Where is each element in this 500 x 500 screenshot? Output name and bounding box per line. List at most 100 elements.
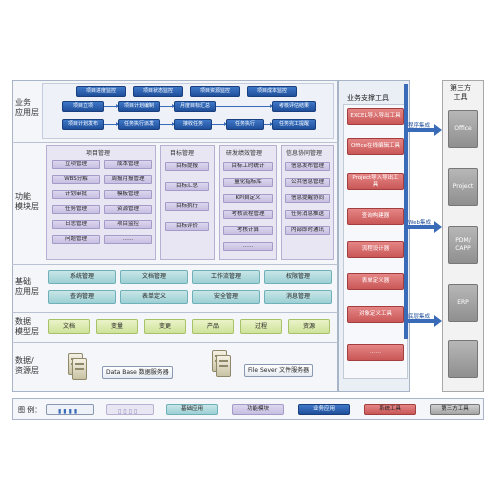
support-tools-title: 业务支撑工具 <box>347 94 389 102</box>
base-app-item[interactable]: 文档管理 <box>120 270 188 284</box>
business-app-row3-1[interactable]: 项目计划发布 <box>62 119 104 130</box>
module-title-info: 信息协同管理 <box>286 150 323 157</box>
layer-label-data-model: 数据 模型层 <box>15 317 39 336</box>
module-item[interactable]: 模板管理 <box>104 190 152 199</box>
module-item[interactable]: 考核计算 <box>223 226 273 235</box>
data-model-item[interactable]: 资源 <box>288 319 330 334</box>
module-item[interactable]: 考核流程管理 <box>223 210 273 219</box>
module-item[interactable]: 内部即时通讯 <box>285 226 330 235</box>
business-app-row3-5[interactable]: 任务完工提醒 <box>272 119 316 130</box>
file-server-label[interactable]: File Sever 文件服务器 <box>244 364 314 377</box>
base-app-item[interactable]: 消息管理 <box>264 290 332 304</box>
business-app-row2-3[interactable]: 月度目标汇总 <box>174 101 216 112</box>
legend-item-base: 基础应用 <box>166 404 218 415</box>
base-app-item[interactable]: 查询管理 <box>48 290 116 304</box>
module-item[interactable]: 任务消息推送 <box>285 210 330 219</box>
tool-flow-designer[interactable]: 流程设计器 <box>347 241 404 258</box>
module-item[interactable]: 项目监控 <box>104 220 152 229</box>
flow-arrow <box>160 104 175 108</box>
module-item[interactable]: …… <box>223 242 273 251</box>
module-item[interactable]: …… <box>104 235 152 244</box>
file-server-icon <box>216 355 231 377</box>
integration-arrow <box>404 221 442 233</box>
layer-divider <box>12 342 338 343</box>
module-item[interactable]: 成本管理 <box>104 160 152 169</box>
module-title-project: 项目管理 <box>86 150 111 157</box>
module-item[interactable]: 目标提报 <box>165 162 209 171</box>
layer-label-data-resource: 数据/ 资源层 <box>15 356 39 375</box>
module-title-goal: 目标管理 <box>170 150 195 157</box>
data-model-item[interactable]: 过程 <box>240 319 282 334</box>
module-item[interactable]: 信息发布管理 <box>285 162 330 171</box>
data-model-item[interactable]: 产品 <box>192 319 234 334</box>
module-item[interactable]: 信息提醒协同 <box>285 194 330 203</box>
module-item[interactable]: WBS分解 <box>52 175 100 184</box>
tool-excel[interactable]: EXCEL导入导出工具 <box>347 108 404 125</box>
third-party-blank[interactable] <box>448 340 478 378</box>
data-model-item[interactable]: 变量 <box>96 319 138 334</box>
integration-label-low: 底层集成 <box>408 314 431 320</box>
tool-project[interactable]: Project导入导出工具 <box>347 173 404 190</box>
tool-office[interactable]: Office在线编辑工具 <box>347 138 404 155</box>
legend-item-layer <box>46 404 94 415</box>
layer-divider <box>12 264 338 265</box>
data-model-item[interactable]: 文档 <box>48 319 90 334</box>
base-app-item[interactable]: 系统管理 <box>48 270 116 284</box>
module-item[interactable]: KPI自定义 <box>223 194 273 203</box>
third-party-title: 第三方 工具 <box>450 84 471 101</box>
business-app-row3-2[interactable]: 任务执行派发 <box>118 119 160 130</box>
business-app-row3-4[interactable]: 任务执行 <box>226 119 264 130</box>
third-party-office[interactable]: Office <box>448 110 478 148</box>
base-app-item[interactable]: 表单定义 <box>120 290 188 304</box>
flow-arrow <box>104 104 119 108</box>
module-item[interactable]: 目标评价 <box>165 222 209 231</box>
module-item[interactable]: 立项管理 <box>52 160 100 169</box>
third-party-project[interactable]: Project <box>448 168 478 206</box>
legend-dots-icon: ▮▮▮▮ <box>58 408 80 415</box>
layer-label-base: 基础 应用层 <box>15 277 39 296</box>
base-app-item[interactable]: 权限管理 <box>264 270 332 284</box>
module-item[interactable]: 周报月报管理 <box>104 175 152 184</box>
module-item[interactable]: 目标执行 <box>165 202 209 211</box>
layer-label-business: 业务 应用层 <box>15 98 39 117</box>
business-app-top-1[interactable]: 项目进度监控 <box>76 86 126 97</box>
module-item[interactable]: 资源管理 <box>104 205 152 214</box>
flow-arrow <box>212 122 227 126</box>
integration-label-program: 程序集成 <box>408 123 431 129</box>
flow-arrow <box>264 122 273 126</box>
business-app-row2-2[interactable]: 项目计划编制 <box>118 101 160 112</box>
module-item[interactable]: 问题管理 <box>52 235 100 244</box>
business-app-row2-4[interactable]: 考核评估结果 <box>272 101 316 112</box>
database-server-label[interactable]: Data Base 数据服务器 <box>102 366 173 379</box>
business-app-top-2[interactable]: 项目状态监控 <box>133 86 183 97</box>
tool-more[interactable]: …… <box>347 344 404 361</box>
legend-dots-icon: ▯▯▯▯ <box>118 408 140 415</box>
tool-object-definer[interactable]: 对象定义工具 <box>347 306 404 323</box>
module-item[interactable]: 量化指标库 <box>223 178 273 187</box>
layer-label-function: 功能 模块层 <box>15 192 39 211</box>
base-app-item[interactable]: 安全管理 <box>192 290 260 304</box>
integration-arrows <box>404 124 442 327</box>
integration-arrow <box>404 124 442 136</box>
module-item[interactable]: 日志管理 <box>52 220 100 229</box>
business-app-top-3[interactable]: 项目资源监控 <box>190 86 240 97</box>
tool-form-definer[interactable]: 表单定义器 <box>347 273 404 290</box>
flow-arrow <box>216 104 273 108</box>
module-item[interactable]: 计划审批 <box>52 190 100 199</box>
third-party-erp[interactable]: ERP <box>448 284 478 322</box>
integration-bracket <box>404 84 408 339</box>
data-model-item[interactable]: 变更 <box>144 319 186 334</box>
layer-divider <box>12 312 338 313</box>
business-app-row3-3[interactable]: 接收任务 <box>174 119 212 130</box>
module-item[interactable]: 目标工时统计 <box>223 162 273 171</box>
module-item[interactable]: 目标汇总 <box>165 182 209 191</box>
business-app-top-4[interactable]: 项目成本监控 <box>247 86 297 97</box>
database-server-icon <box>72 358 87 380</box>
module-item[interactable]: 公共信息管理 <box>285 178 330 187</box>
business-app-row2-1[interactable]: 项目立项 <box>62 101 104 112</box>
third-party-pdm[interactable]: PDM/ CAPP <box>448 226 478 264</box>
module-item[interactable]: 任务管理 <box>52 205 100 214</box>
flow-arrow <box>160 122 175 126</box>
tool-query-builder[interactable]: 查询构建器 <box>347 208 404 225</box>
base-app-item[interactable]: 工作流管理 <box>192 270 260 284</box>
